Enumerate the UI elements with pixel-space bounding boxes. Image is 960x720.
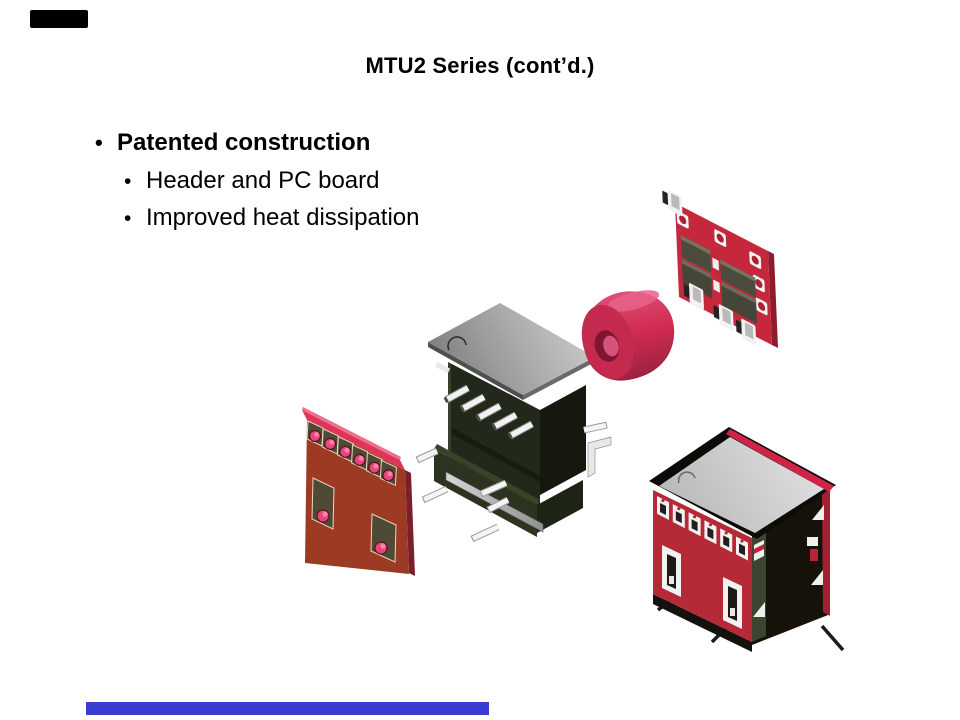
figure-assembled xyxy=(645,423,850,673)
assembled-right-notches xyxy=(807,505,824,585)
figure-toroid xyxy=(573,285,677,389)
assembled-image xyxy=(649,427,845,652)
page-title: MTU2 Series (cont’d.) xyxy=(365,53,595,78)
toroid-center-nub xyxy=(603,335,619,357)
pcb-side-right-edge xyxy=(405,470,415,576)
header-base-pins xyxy=(415,421,608,543)
assembled-plate-top xyxy=(659,437,824,533)
header-metal-rail xyxy=(445,471,544,533)
figure-pcb-top xyxy=(660,184,780,354)
header-base-right xyxy=(537,480,583,533)
pcb-top-clips xyxy=(662,189,757,346)
figure-header xyxy=(413,293,613,548)
pcb-side-image xyxy=(302,407,415,576)
pcb-top-right-edge xyxy=(768,251,778,348)
figure-pcb-side xyxy=(296,406,418,582)
bullet-text: Header and PC board xyxy=(146,167,380,194)
bullet-marker: • xyxy=(124,207,132,230)
header-plate-edge-right xyxy=(523,357,595,400)
header-plate-top xyxy=(428,303,595,395)
bullet-list: • Patented construction • Header and PC … xyxy=(88,130,608,242)
footer-bar xyxy=(86,702,489,715)
assembled-plate-arc-mark xyxy=(677,471,696,484)
header-right-bracket xyxy=(587,436,612,478)
bullet-text: Improved heat dissipation xyxy=(146,204,420,231)
assembled-olive-notch xyxy=(753,602,765,617)
header-body-right xyxy=(540,385,586,495)
assembled-plate-red-strip xyxy=(726,429,834,492)
header-base-bevel xyxy=(434,444,540,505)
toroid-top-highlight xyxy=(606,290,660,312)
assembled-olive-pad-stripe xyxy=(754,544,764,554)
pcb-pad xyxy=(306,420,324,447)
header-plate-edge-left xyxy=(428,342,523,400)
pcb-pad-large xyxy=(370,513,397,563)
pcb-top-components xyxy=(680,235,758,324)
bullet-item: • Improved heat dissipation xyxy=(88,205,608,232)
assembled-large-pads xyxy=(662,545,742,629)
header-body-edge-highlight xyxy=(448,362,451,466)
bullet-marker: • xyxy=(124,170,132,193)
assembled-bottom-strip xyxy=(653,594,752,652)
header-plate-arc-mark xyxy=(447,336,467,351)
bullet-item: • Header and PC board xyxy=(88,168,608,195)
bullet-text: Patented construction xyxy=(117,129,371,156)
pcb-side-top-edge xyxy=(302,410,405,470)
toroid-image xyxy=(581,290,675,381)
bullet-marker: • xyxy=(95,130,103,155)
pcb-side-top-highlight xyxy=(302,407,401,460)
bullet-item: • Patented construction xyxy=(88,130,608,156)
pcb-pad-large xyxy=(311,477,335,530)
pcb-top-image xyxy=(662,189,778,348)
header-pins xyxy=(434,361,534,440)
header-image xyxy=(415,303,612,543)
header-body-groove xyxy=(452,428,540,482)
logo-block xyxy=(30,10,88,28)
